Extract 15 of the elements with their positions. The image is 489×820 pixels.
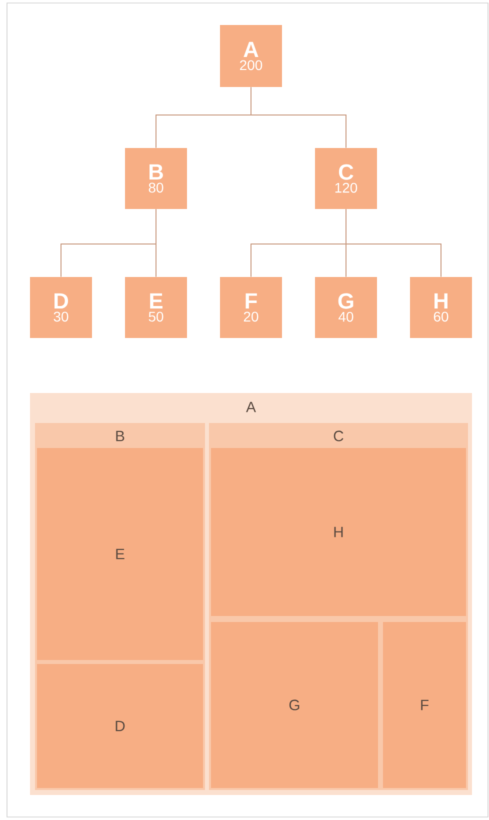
treemap-cell: E [37,448,203,660]
treemap-cell: D [37,664,203,788]
tree-node-box: F 20 [220,277,282,338]
tree-node-box: C 120 [315,148,377,209]
connector-line [250,86,346,148]
tree-node-box: D 30 [30,277,92,338]
tree-node-box: B 80 [125,148,187,209]
treemap-cell: G [211,622,378,788]
treemap-cell: H [211,448,466,616]
connector-line [346,208,442,278]
tree-node-box: G 40 [315,277,377,338]
treemap-cell: F [383,622,466,788]
tree-node-box: A 200 [220,25,282,87]
tree-node-box: H 60 [410,277,472,338]
tree-node-box: E 50 [125,277,187,338]
